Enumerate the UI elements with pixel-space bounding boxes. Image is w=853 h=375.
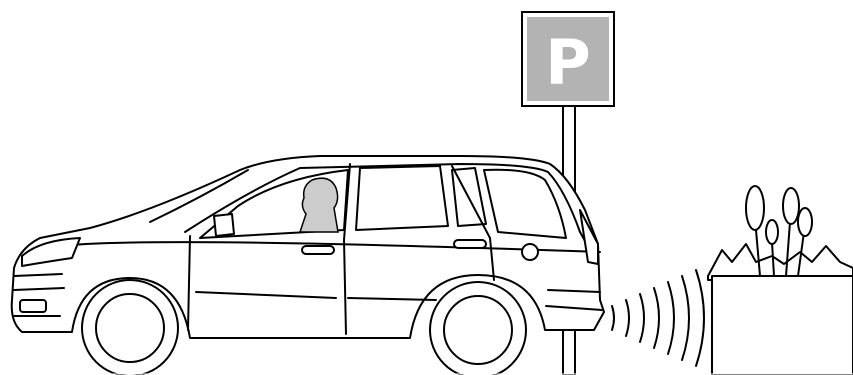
plant-bud-3: [783, 188, 799, 224]
leaves: [708, 244, 853, 280]
front-door-handle: [302, 246, 334, 254]
rear-door-window: [356, 166, 448, 230]
rear-door-handle: [454, 240, 486, 248]
side-mirror: [214, 214, 234, 236]
driver-silhouette: [300, 178, 338, 232]
planter-box-icon: [708, 186, 853, 375]
plant-bud-1: [746, 186, 764, 230]
parking-sign-letter: P: [545, 26, 590, 99]
driver: [300, 178, 338, 232]
fuel-cap: [522, 244, 538, 260]
front-wheel: [82, 280, 178, 375]
plant-bud-4: [798, 208, 812, 236]
planter-box: [712, 276, 853, 375]
rear-wheel: [430, 282, 526, 375]
plant-bud-2: [766, 220, 778, 244]
ultrasonic-waves-icon: [612, 270, 704, 366]
fog-light: [20, 300, 46, 312]
